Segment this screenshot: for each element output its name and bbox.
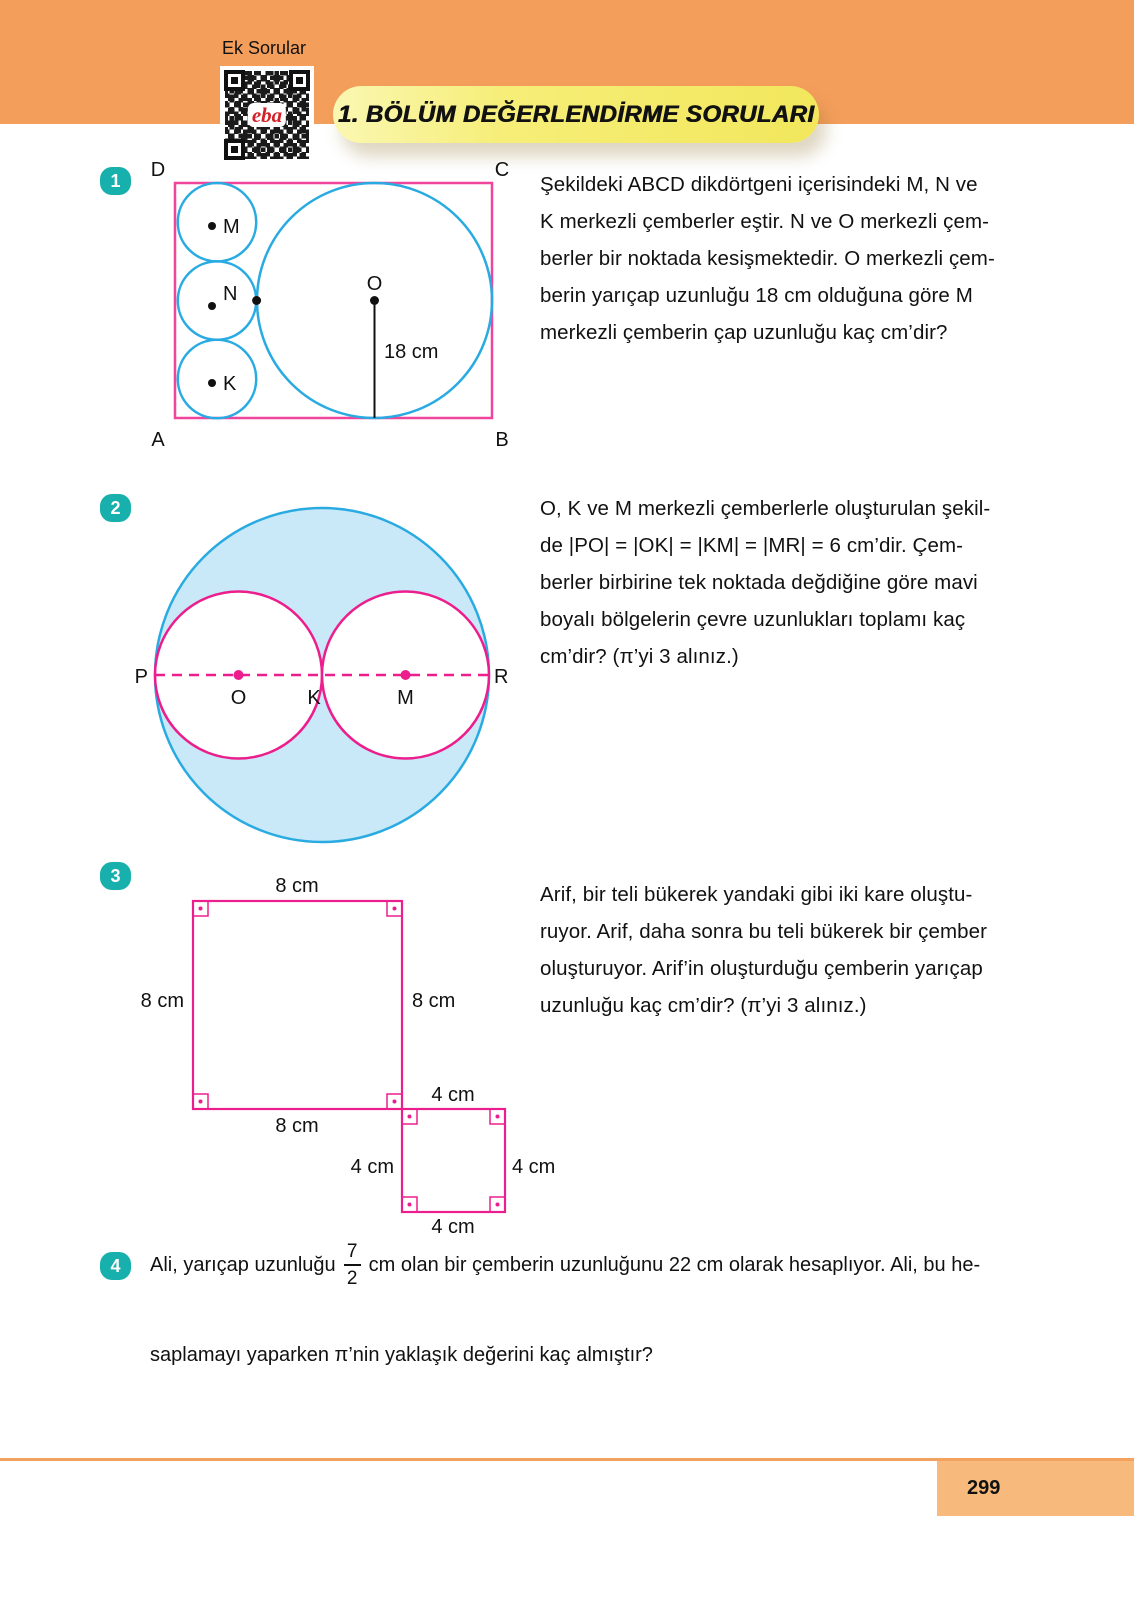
big-square-right-label: 8 cm: [412, 990, 455, 1012]
page-number: 299: [967, 1477, 1001, 1499]
big-square-top-label: 8 cm: [275, 875, 318, 897]
corner-label-C: C: [495, 159, 509, 181]
right-angle-markers-big: [192, 900, 403, 1110]
circle-M: [176, 181, 258, 263]
right-angle-markers-small: [401, 1108, 506, 1213]
label-O: O: [367, 273, 383, 295]
center-O-dot: [370, 296, 379, 305]
footer-divider: [0, 1458, 1134, 1461]
center-M-dot: [400, 670, 411, 680]
question-2-badge: 2: [100, 494, 131, 522]
label-M: M: [223, 216, 240, 238]
fraction-bar: [343, 1264, 361, 1266]
circle-K: [176, 338, 258, 420]
fraction-numerator: 7: [346, 1241, 358, 1262]
big-square-bottom-label: 8 cm: [275, 1115, 318, 1137]
radius-label: 18 cm: [384, 341, 438, 363]
question-3-text: Arif, bir teli bükerek yandaki gibi iki …: [540, 883, 988, 1017]
corner-label-D: D: [151, 159, 165, 181]
small-square-bottom-label: 4 cm: [431, 1216, 474, 1238]
center-O-dot: [233, 670, 244, 680]
eba-logo: eba: [247, 103, 287, 127]
corner-label-B: B: [495, 429, 508, 450]
right-angle-dots-big: [198, 906, 397, 1104]
page-number-box: 299: [937, 1461, 1134, 1516]
corner-label-A: A: [151, 429, 165, 450]
center-N-dot: [208, 302, 216, 310]
qr-finder-icon: [224, 139, 245, 160]
center-K-dot: [208, 379, 216, 387]
small-square-right-label: 4 cm: [512, 1156, 555, 1178]
question-1-text: Şekildeki ABCD dikdörtgeni içerisindeki …: [540, 173, 995, 344]
label-P: P: [135, 666, 148, 688]
label-R: R: [494, 666, 508, 688]
section-title-banner: 1. BÖLÜM DEĞERLENDİRME SORULARI: [333, 86, 819, 143]
question-1-badge: 1: [100, 167, 131, 195]
label-K: K: [307, 687, 321, 709]
big-square-left-label: 8 cm: [141, 990, 184, 1012]
q4-text-after: cm olan bir çemberin uzunluğunu 22 cm ol…: [368, 1253, 981, 1276]
fraction-denominator: 2: [346, 1268, 358, 1289]
question-2-text: O, K ve M merkezli çemberlerle oluşturul…: [540, 497, 991, 668]
section-title: 1. BÖLÜM DEĞERLENDİRME SORULARI: [337, 100, 815, 128]
tangent-dot: [252, 296, 262, 305]
question-4-line2: saplamayı yaparken π’nin yaklaşık değeri…: [150, 1344, 653, 1366]
small-square-top-label: 4 cm: [431, 1084, 474, 1106]
center-M-dot: [208, 222, 216, 230]
question-3-badge: 3: [100, 862, 131, 890]
right-angle-dots-small: [407, 1114, 500, 1207]
qr-code: eba: [220, 66, 314, 164]
big-square: [191, 899, 404, 1111]
qr-finder-icon: [224, 70, 245, 91]
ek-sorular-label: Ek Sorular: [222, 38, 307, 58]
question-2-figure: P O K M R: [135, 506, 508, 844]
q4-text-before: Ali, yarıçap uzunluğu: [150, 1253, 336, 1276]
circle-N: [176, 260, 258, 342]
label-K: K: [223, 373, 237, 395]
question-3-figure: 8 cm 8 cm 8 cm 8 cm 4 cm 4 cm 4 cm 4 cm: [141, 875, 556, 1238]
small-square: [400, 1107, 507, 1214]
fraction-7-over-2: 7 2: [343, 1241, 361, 1289]
question-4-line1: Ali, yarıçap uzunluğu 7 2 cm olan bir çe…: [150, 1232, 980, 1298]
label-M: M: [397, 687, 414, 709]
qr-finder-icon: [289, 70, 310, 91]
label-O: O: [231, 687, 247, 709]
small-square-left-label: 4 cm: [351, 1156, 394, 1178]
question-4-badge: 4: [100, 1252, 131, 1280]
label-N: N: [223, 283, 237, 305]
question-1-figure: D C A B M N K O 18 cm: [151, 159, 509, 450]
